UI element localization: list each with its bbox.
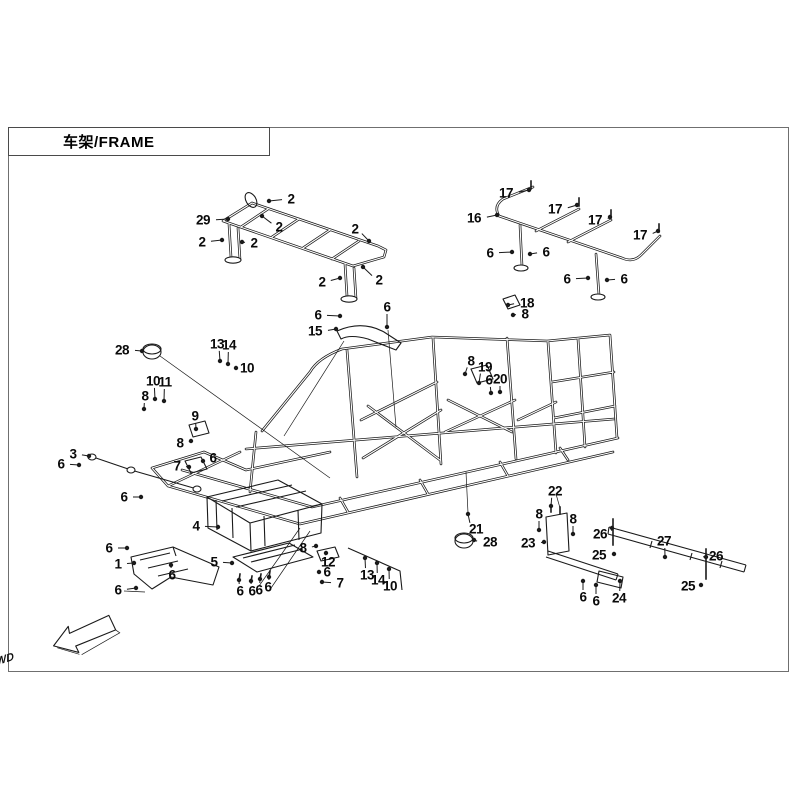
callout-16: 16 <box>466 210 482 226</box>
callout-26: 26 <box>708 548 724 564</box>
callout-2: 2 <box>351 221 359 237</box>
callout-6: 6 <box>255 582 263 598</box>
callout-7: 7 <box>173 458 181 474</box>
callout-24: 24 <box>611 590 627 606</box>
callout-6: 6 <box>486 245 494 261</box>
callout-6: 6 <box>620 271 628 287</box>
callout-12: 12 <box>320 554 336 570</box>
callout-11: 11 <box>158 374 172 390</box>
callout-9: 9 <box>191 408 199 424</box>
callout-6: 6 <box>168 567 176 583</box>
callout-6: 6 <box>248 583 256 599</box>
callout-4: 4 <box>192 518 200 534</box>
callout-8: 8 <box>141 388 149 404</box>
callout-17: 17 <box>498 185 514 201</box>
callout-28: 28 <box>482 534 498 550</box>
callout-5: 5 <box>210 554 218 570</box>
callout-8: 8 <box>535 506 543 522</box>
callout-22: 22 <box>547 483 563 499</box>
title-box: 车架/FRAME <box>8 127 270 156</box>
callout-6: 6 <box>264 579 272 595</box>
callout-27: 27 <box>656 533 672 549</box>
callout-2: 2 <box>250 235 258 251</box>
callout-25: 25 <box>680 578 696 594</box>
callout-18: 18 <box>519 295 535 311</box>
callout-25: 25 <box>591 547 607 563</box>
callout-28: 28 <box>114 342 130 358</box>
callout-8: 8 <box>176 435 184 451</box>
callout-10: 10 <box>382 578 398 594</box>
callout-6: 6 <box>542 244 550 260</box>
callout-10: 10 <box>145 373 161 389</box>
callout-19: 19 <box>477 359 493 375</box>
callout-13: 13 <box>209 336 225 352</box>
callout-6: 6 <box>209 450 217 466</box>
callout-6: 6 <box>579 589 587 605</box>
callout-6: 6 <box>383 299 391 315</box>
callout-6: 6 <box>314 307 322 323</box>
callout-21: 21 <box>468 521 484 537</box>
callout-14: 14 <box>370 572 386 588</box>
callout-3: 3 <box>69 446 77 462</box>
callout-17: 17 <box>547 201 563 217</box>
callout-8: 8 <box>569 511 577 527</box>
page-title: 车架/FRAME <box>63 134 155 151</box>
callout-2: 2 <box>375 272 383 288</box>
callout-8: 8 <box>299 540 307 556</box>
callout-7: 7 <box>336 575 344 591</box>
callout-8: 8 <box>521 306 529 322</box>
callout-10: 10 <box>239 360 255 376</box>
callout-15: 15 <box>307 323 323 339</box>
callout-2: 2 <box>275 219 283 235</box>
callout-14: 14 <box>221 337 237 353</box>
callout-6: 6 <box>57 456 65 472</box>
callout-6: 6 <box>236 583 244 599</box>
callout-2: 2 <box>287 191 295 207</box>
callout-13: 13 <box>359 567 375 583</box>
callout-6: 6 <box>485 372 493 388</box>
callout-2: 2 <box>318 274 326 290</box>
callout-17: 17 <box>587 212 603 228</box>
callout-6: 6 <box>120 489 128 505</box>
callout-2: 2 <box>198 234 206 250</box>
callout-6: 6 <box>323 564 331 580</box>
callout-20: 20 <box>492 371 508 387</box>
callout-6: 6 <box>563 271 571 287</box>
callout-26: 26 <box>592 526 608 542</box>
callout-6: 6 <box>114 582 122 598</box>
callout-6: 6 <box>592 593 600 609</box>
callout-8: 8 <box>467 353 475 369</box>
callout-23: 23 <box>520 535 536 551</box>
page-border <box>8 127 789 672</box>
callout-29: 29 <box>195 212 211 228</box>
callout-1: 1 <box>114 556 122 572</box>
callout-6: 6 <box>105 540 113 556</box>
callout-17: 17 <box>632 227 648 243</box>
